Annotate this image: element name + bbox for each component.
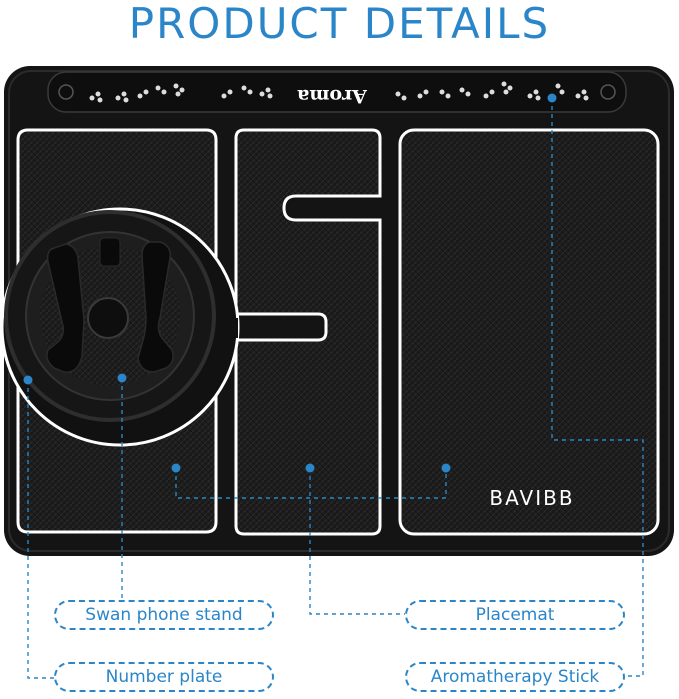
paw-prints-left <box>89 83 273 103</box>
callout-placemat: Placemat <box>405 600 625 630</box>
swan-phone-stand <box>0 207 240 447</box>
page-title: PRODUCT DETAILS <box>128 0 551 48</box>
aroma-label: Aroma <box>297 85 368 107</box>
right-pad <box>398 128 660 536</box>
brand-label: BAVIBB <box>489 486 574 510</box>
aroma-strip <box>47 71 627 113</box>
callout-swan-phone-stand: Swan phone stand <box>54 600 274 630</box>
callout-aromatherapy-stick: Aromatherapy Stick <box>405 662 625 692</box>
paw-prints-right <box>395 81 589 101</box>
middle-pad <box>234 128 382 536</box>
leader-dots <box>23 93 557 473</box>
callout-number-plate: Number plate <box>54 662 274 692</box>
